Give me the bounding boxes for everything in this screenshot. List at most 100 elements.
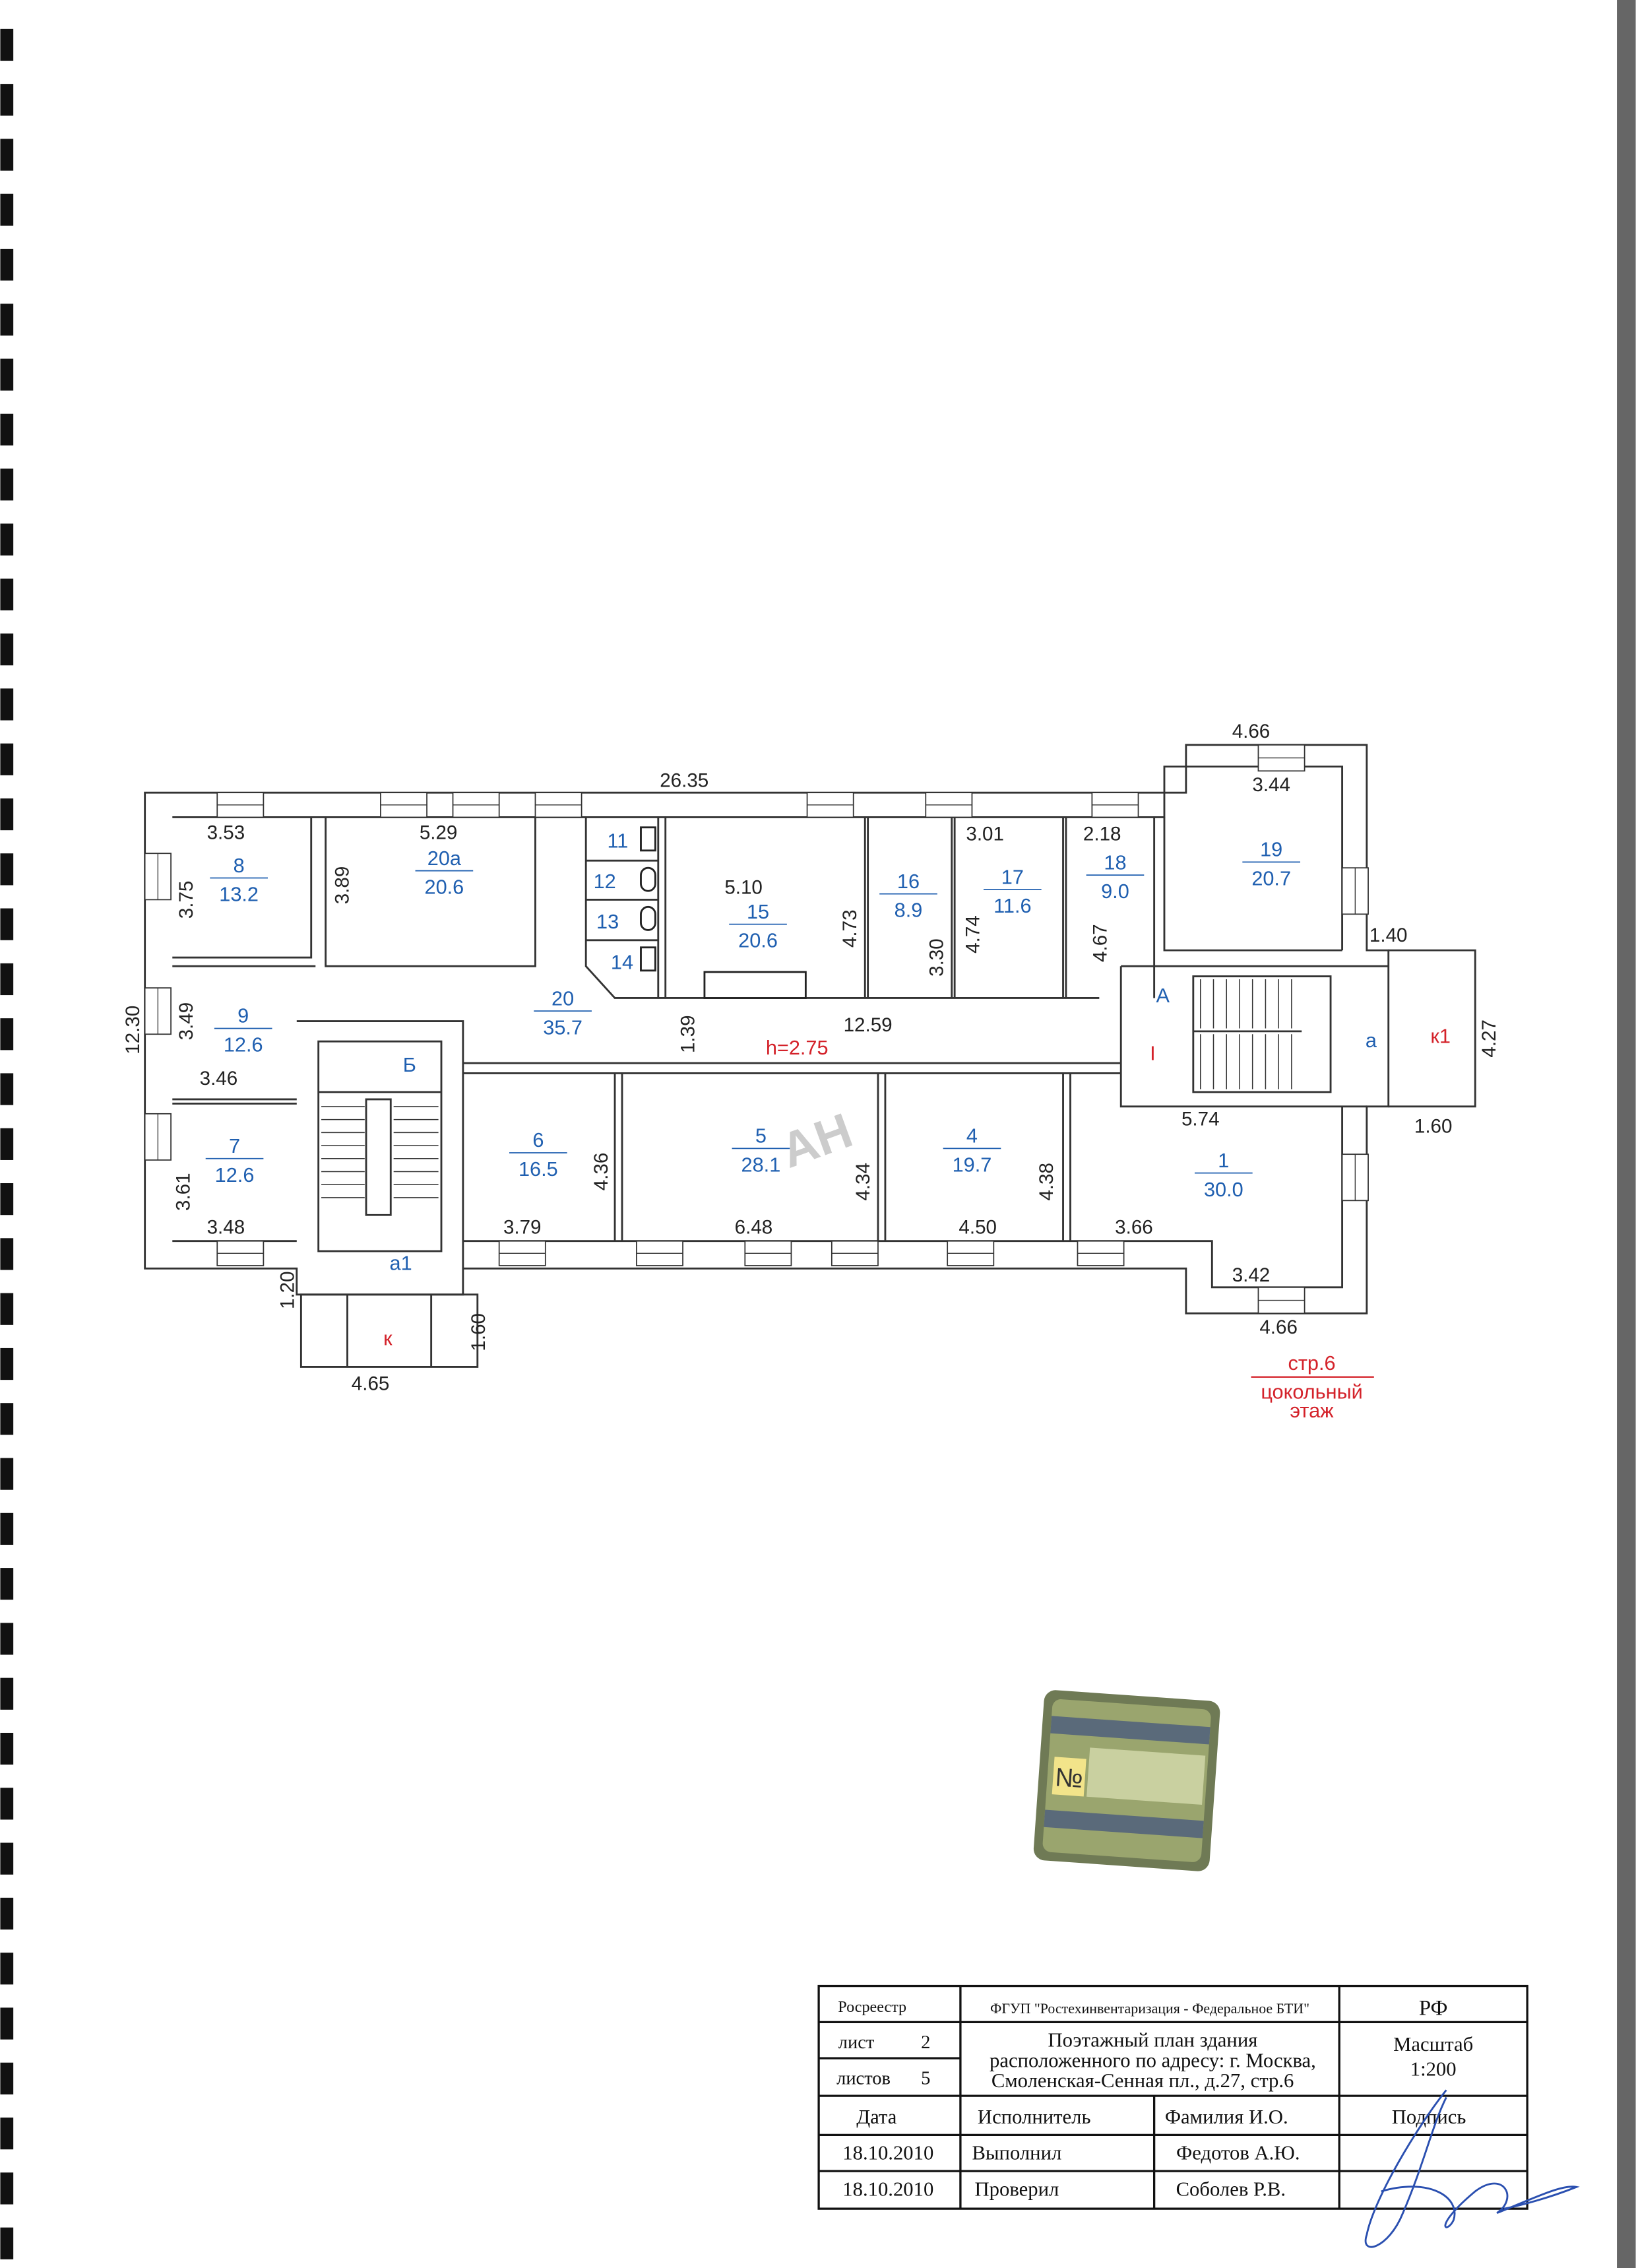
- binder-hole: [0, 1732, 14, 1765]
- zone-k-label: к: [383, 1327, 393, 1350]
- watermark: АН: [774, 1103, 860, 1179]
- room-number: 19: [1260, 838, 1282, 861]
- room-number: 20: [551, 987, 574, 1010]
- room-area: 20.6: [425, 876, 464, 899]
- dimension-label: 1.20: [276, 1271, 298, 1309]
- room-number: 16: [897, 870, 920, 893]
- row1-date: 18.10.2010: [842, 2142, 933, 2164]
- dimension-label: 12.30: [122, 1006, 144, 1054]
- dimension-label: 5.29: [420, 822, 458, 843]
- room-number: 6: [532, 1128, 544, 1151]
- zone-a1-label: а1: [390, 1252, 412, 1275]
- title-block: [817, 1984, 1528, 2210]
- room-label: 528.1: [732, 1124, 790, 1176]
- dimension-label: 3.75: [175, 881, 197, 919]
- header-date: Дата: [856, 2106, 897, 2128]
- window: [216, 792, 265, 818]
- window: [1077, 1240, 1125, 1266]
- room-number: 5: [755, 1124, 767, 1148]
- window: [925, 792, 973, 818]
- window: [1091, 792, 1139, 818]
- zone-k1-label: к1: [1430, 1024, 1450, 1047]
- window: [947, 1240, 995, 1266]
- binder-hole: [0, 1953, 14, 1985]
- dimension-label: 4.66: [1259, 1316, 1298, 1338]
- room-label: 130.0: [1195, 1149, 1253, 1201]
- window: [144, 987, 172, 1035]
- title-line-3: Смоленская-Сенная пл., д.27, стр.6: [991, 2069, 1294, 2092]
- room-area: 11.6: [993, 894, 1031, 917]
- room-area: 30.0: [1204, 1178, 1243, 1201]
- binder-hole: [0, 853, 14, 886]
- dimension-label: 1.39: [677, 1015, 699, 1053]
- dimension-label: 4.74: [962, 915, 984, 954]
- binder-hole: [0, 1238, 14, 1270]
- header-signature: Подпись: [1392, 2106, 1466, 2128]
- scale-label: Масштаб: [1393, 2033, 1473, 2056]
- window: [216, 1240, 265, 1266]
- binder-hole: [0, 1018, 14, 1051]
- binder-holes: [0, 28, 14, 2259]
- dimension-label: 3.44: [1252, 774, 1290, 796]
- binder-hole: [0, 2172, 14, 2205]
- page-right-edge: [1617, 0, 1636, 2268]
- room-label: 616.5: [509, 1128, 567, 1181]
- window: [1257, 1286, 1306, 1314]
- binder-hole: [0, 798, 14, 831]
- title-line-2: расположенного по адресу: г. Москва,: [990, 2049, 1316, 2071]
- binder-hole: [0, 633, 14, 666]
- binder-hole: [0, 908, 14, 940]
- room-number: 20а: [427, 847, 462, 870]
- dimension-label: 1.40: [1369, 924, 1408, 946]
- building-plan: 813.220а20.61520.6168.91711.6189.01920.7…: [122, 721, 1500, 1422]
- binder-hole: [0, 413, 14, 446]
- room-label: 712.6: [205, 1134, 264, 1186]
- binder-hole: [0, 1183, 14, 1215]
- window: [744, 1240, 792, 1266]
- dimension-label: 5.74: [1181, 1108, 1220, 1130]
- binder-hole: [0, 963, 14, 996]
- dimension-label: 3.53: [207, 822, 245, 843]
- dimension-label: 3.30: [926, 938, 948, 977]
- binder-hole: [0, 1403, 14, 1435]
- header-name: Фамилия И.О.: [1165, 2106, 1288, 2128]
- window: [1341, 867, 1369, 915]
- dimension-label: 5.10: [724, 877, 763, 899]
- window: [144, 1113, 172, 1161]
- org-bti: ФГУП "Ростехинвентаризация - Федеральное…: [990, 2000, 1309, 2017]
- dimension-label: 26.35: [660, 769, 708, 791]
- svg-text:№: №: [1054, 1763, 1084, 1794]
- dimension-label: 3.89: [332, 866, 354, 905]
- binder-hole: [0, 688, 14, 721]
- binder-hole: [0, 1677, 14, 1710]
- binder-hole: [0, 743, 14, 775]
- room-area: 8.9: [895, 899, 923, 922]
- binder-hole: [0, 84, 14, 116]
- dimension-label: 3.79: [503, 1217, 542, 1239]
- binder-hole: [0, 1347, 14, 1380]
- binder-hole: [0, 1623, 14, 1655]
- room-area: 28.1: [741, 1153, 781, 1176]
- signature: [1364, 2089, 1580, 2248]
- room-number: 4: [966, 1124, 978, 1148]
- floor-label-2: этаж: [1290, 1399, 1334, 1422]
- room-label: 168.9: [879, 870, 937, 922]
- room-area: 35.7: [543, 1016, 582, 1039]
- dimension-label: 3.61: [173, 1173, 195, 1211]
- binder-hole: [0, 523, 14, 556]
- dimension-label: 6.48: [735, 1217, 773, 1239]
- binder-hole: [0, 1568, 14, 1600]
- room-area: 13.2: [219, 883, 259, 906]
- dimension-label: 4.36: [590, 1153, 612, 1191]
- room-label: 189.0: [1086, 851, 1145, 903]
- room-label: 813.2: [210, 854, 268, 906]
- binder-hole: [0, 139, 14, 171]
- dimension-label: 4.50: [959, 1217, 997, 1239]
- binder-hole: [0, 1128, 14, 1160]
- window: [498, 1240, 546, 1266]
- window: [452, 792, 500, 818]
